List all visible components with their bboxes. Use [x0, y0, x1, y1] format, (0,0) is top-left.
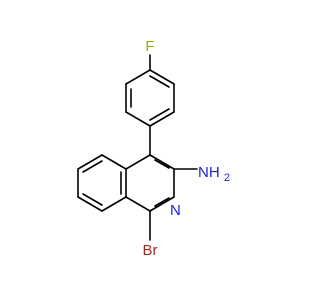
bond-lines	[77, 54, 198, 241]
bromine-label: Br	[143, 242, 158, 259]
fluorine-label: F	[145, 38, 154, 55]
amine-label-main: NH	[198, 164, 220, 181]
amine-label-subscript: 2	[224, 172, 230, 184]
molecule-structure: F NH 2 N Br	[77, 38, 230, 259]
ring-nitrogen-label: N	[170, 202, 181, 219]
amine-label: NH 2	[198, 164, 230, 184]
